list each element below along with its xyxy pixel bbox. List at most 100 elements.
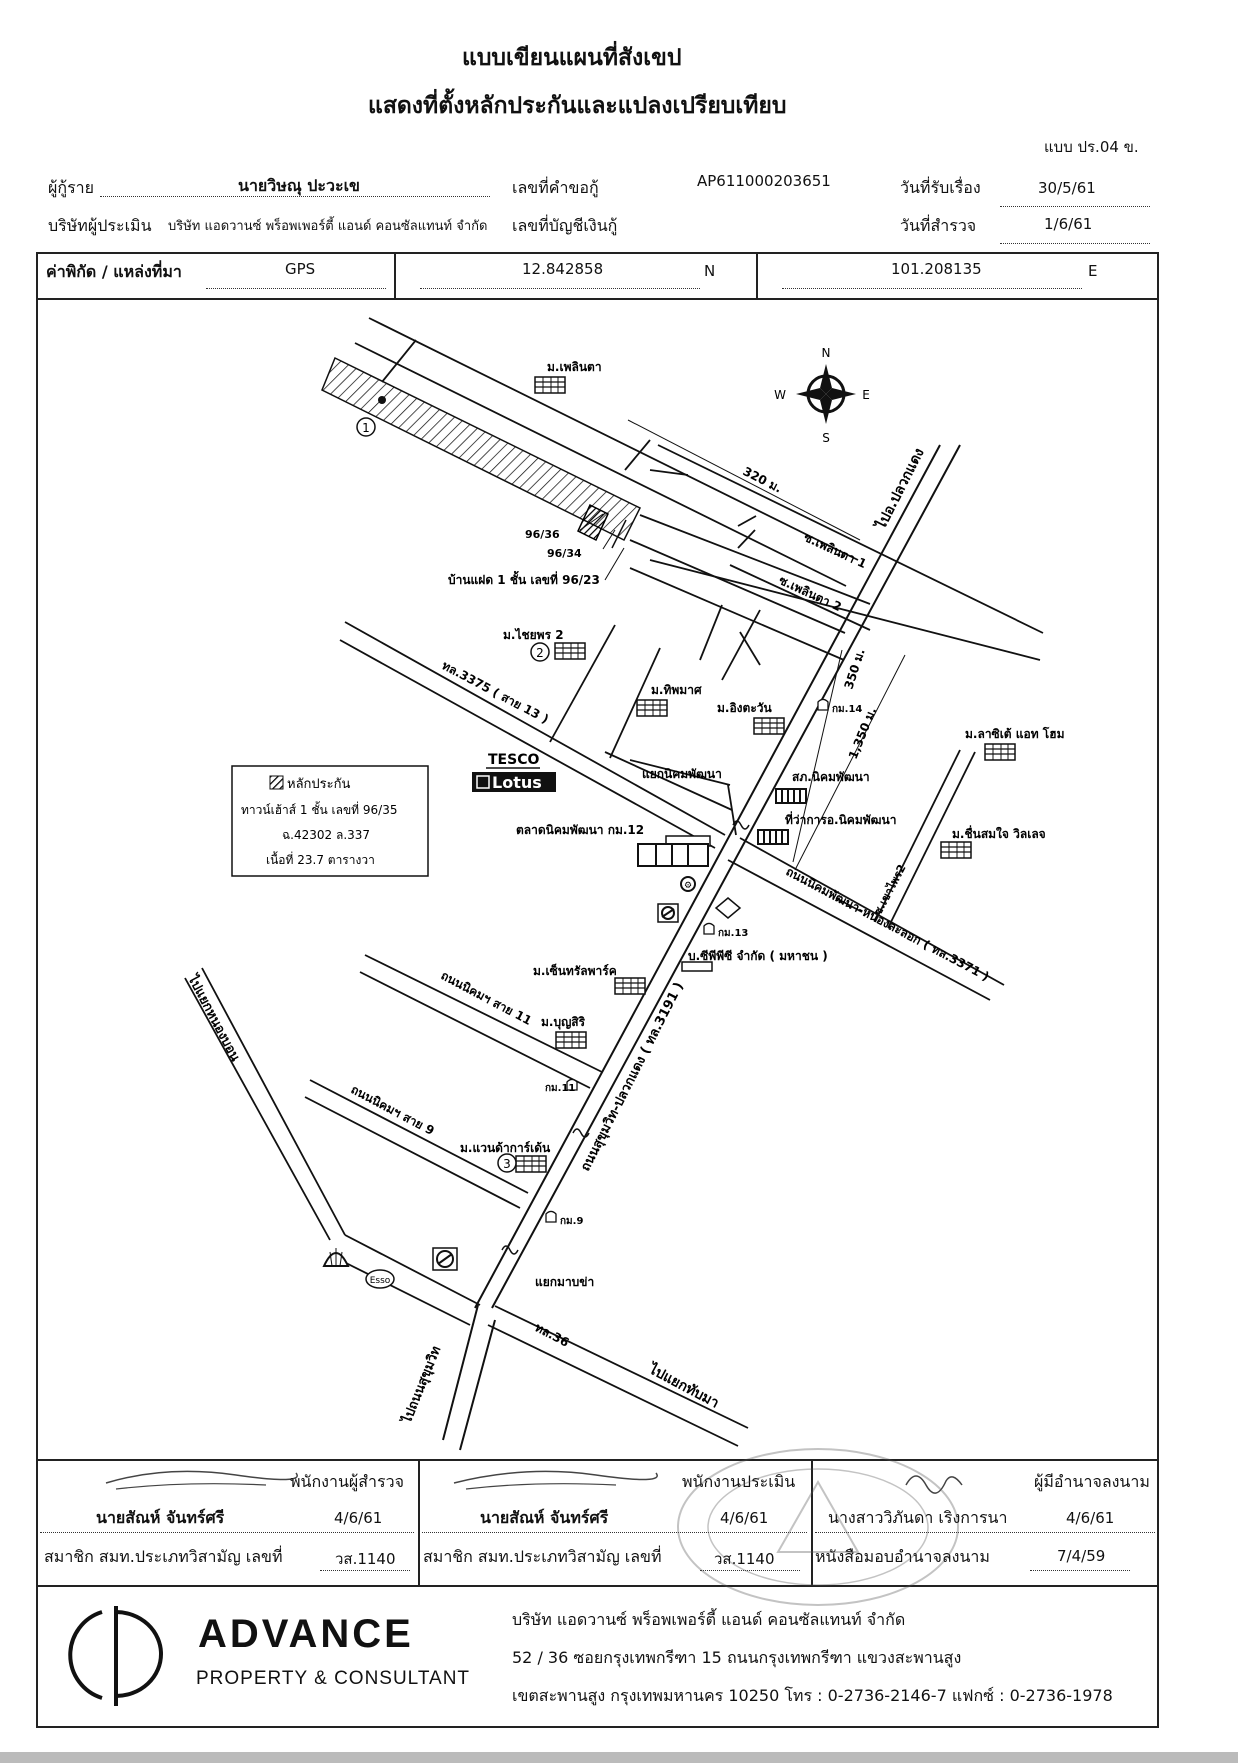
tesco-lotus-logo: TESCO Lotus [472,752,556,792]
form-code: แบบ ปร.04 ข. [1044,138,1139,156]
map-svg: N S E W 320 ม. 350 ม. 1,350 ม. ซ.เพลินตา… [184,317,1065,1451]
label-lasiete: ม.ลาซิเต้ แอท โฮม [965,726,1065,741]
label-3191: ถนนสุขุมวิท-ปลวกแดง ( ทล.3191 ) [578,980,687,1174]
label-sai9: ถนนนิคมฯ สาย 9 [349,1082,437,1138]
svg-text:Esso: Esso [370,1276,391,1286]
signature-table [36,1459,1159,1587]
page-title: แบบเขียนแผนที่สังเขป [462,45,682,71]
svg-text:⚙: ⚙ [684,881,692,891]
label-ingtawan: ม.อิงตะวัน [717,701,773,715]
house-lasiete [984,743,1016,761]
ptt-station-icon: ⚙ [680,876,696,892]
longitude-value: 101.208135 [891,260,982,278]
borrower-value: นายวิษณุ ปะวะเข [238,176,360,195]
appraiser-company-value: บริษัท แอดวานซ์ พร็อพเพอร์ตี้ แอนด์ คอนซ… [168,219,488,234]
coords-row [36,252,1159,300]
legend-box: หลักประกัน ทาวน์เฮ้าส์ 1 ชั้น เลขที่ 96/… [231,765,429,877]
label-9623: บ้านแฝด 1 ชั้น เลขที่ 96/23 [448,570,600,587]
survey-date-label: วันที่สำรวจ [900,216,977,235]
road-3375 [339,621,726,849]
subject-row [321,356,642,549]
received-dots [1000,206,1150,207]
label-junction-nikhom: แยกนิคมพัฒนา [642,767,722,781]
house-chaiyaphon [554,642,586,660]
legend-line2: ฉ.42302 ล.337 [282,828,370,842]
compass-s: S [822,431,830,445]
district-building [757,829,789,845]
road-3371 [727,837,1005,1001]
road-to-nongbon [184,967,481,1326]
road-36 [487,1305,749,1447]
label-km9: กม.9 [560,1216,583,1227]
house-vanda [515,1155,547,1173]
auth-letter-label: หนังสือมอบอำนาจลงนาม [815,1547,990,1566]
account-no-label: เลขที่บัญชีเงินกู้ [512,216,618,235]
survey-date-value: 1/6/61 [1044,215,1093,233]
road-sai9 [304,1079,529,1209]
label-km13: กม.13 [718,928,748,939]
compass-rose: N S E W [774,346,870,445]
house-thipmas [636,699,668,717]
latitude-value: 12.842858 [522,260,604,278]
company-address-1: 52 / 36 ซอยกรุงเทพกรีฑา 15 ถนนกรุงเทพกรี… [512,1648,962,1667]
label-khaophrai: ซ.เขาไพร2 [870,862,908,918]
label-9634: 96/34 [547,547,582,560]
road-sai11 [359,954,603,1089]
coords-source: GPS [285,260,316,278]
caltex-station-icon [714,897,742,919]
main-road-3191 [474,444,961,1309]
label-thipmas: ม.ทิพมาศ [651,683,702,697]
label-36: ทล.36 [533,1320,572,1350]
compass-w: W [774,388,786,402]
request-no-value: AP611000203651 [697,172,831,190]
company-logo [68,1606,163,1706]
latitude-dir: N [704,262,716,280]
footer-box [36,1585,1159,1728]
appraiser-role: พนักงานประเมิน [682,1472,796,1491]
surveyor-member-label: สมาชิก สมท.ประเภทวิสามัญ เลขที่ [44,1547,283,1566]
label-km14: กม.14 [832,704,862,715]
compass-e: E [862,388,870,402]
signature-squiggles [105,1470,963,1494]
label-plernta1: ซ.เพลินตา 1 [802,530,869,571]
label-district: ที่ว่าการอ.นิคมพัฒนา [785,811,896,827]
label-9636: 96/36 [525,528,560,541]
label-central: ม.เซ็นทรัลพาร์ค [533,963,617,978]
label-chuensom: ม.ชื่นสมใจ วิลเลจ [952,825,1046,841]
bangchak-station-icon-2 [432,1247,458,1271]
coords-label: ค่าพิกัด / แหล่งที่มา [46,262,182,281]
legend-title: หลักประกัน [287,777,350,792]
label-vanda: ม.แวนด้าการ์เด้น [460,1141,551,1155]
bottom-scan-edge [0,1752,1238,1763]
authorized-name: นางสาววิภันดา เริงการนา [828,1508,1008,1527]
received-label: วันที่รับเรื่อง [900,178,981,197]
label-market: ตลาดนิคมพัฒนา กม.12 [516,823,644,837]
house-ingtawan [753,717,785,735]
appraiser-member-no: วส.1140 [714,1550,775,1568]
appraiser-company-label: บริษัทผู้ประเมิน [48,216,152,235]
svg-text:Lotus: Lotus [492,773,542,792]
auth-letter-date: 7/4/59 [1057,1547,1106,1565]
survey-dots [1000,243,1150,244]
soi-plernta [629,514,871,661]
received-value: 30/5/61 [1038,179,1096,197]
label-to-thapma: ไปแยกทับมา [644,1359,722,1412]
appraiser-member-label: สมาชิก สมท.ประเภทวิสามัญ เลขที่ [423,1547,662,1566]
marker-2: 2 [530,642,550,662]
surveyor-date: 4/6/61 [334,1509,383,1527]
appraiser-date: 4/6/61 [720,1509,769,1527]
market-building [637,835,711,867]
brand-name: ADVANCE [198,1612,414,1656]
borrower-label: ผู้กู้ราย [48,178,95,197]
bangchak-station-icon [657,903,679,923]
marker-1: 1 [356,417,376,437]
svg-text:TESCO: TESCO [488,752,539,768]
house-chuensom [940,841,972,859]
surveyor-role: พนักงานผู้สำรวจ [290,1472,404,1491]
ptt-building [681,961,713,972]
surveyor-name: นายสัณห์ จันทร์ศรี [96,1508,225,1527]
longitude-dir: E [1088,262,1098,280]
dist-350: 350 ม. [842,647,868,691]
km9-post [545,1210,557,1223]
company-stamp [677,1448,959,1606]
